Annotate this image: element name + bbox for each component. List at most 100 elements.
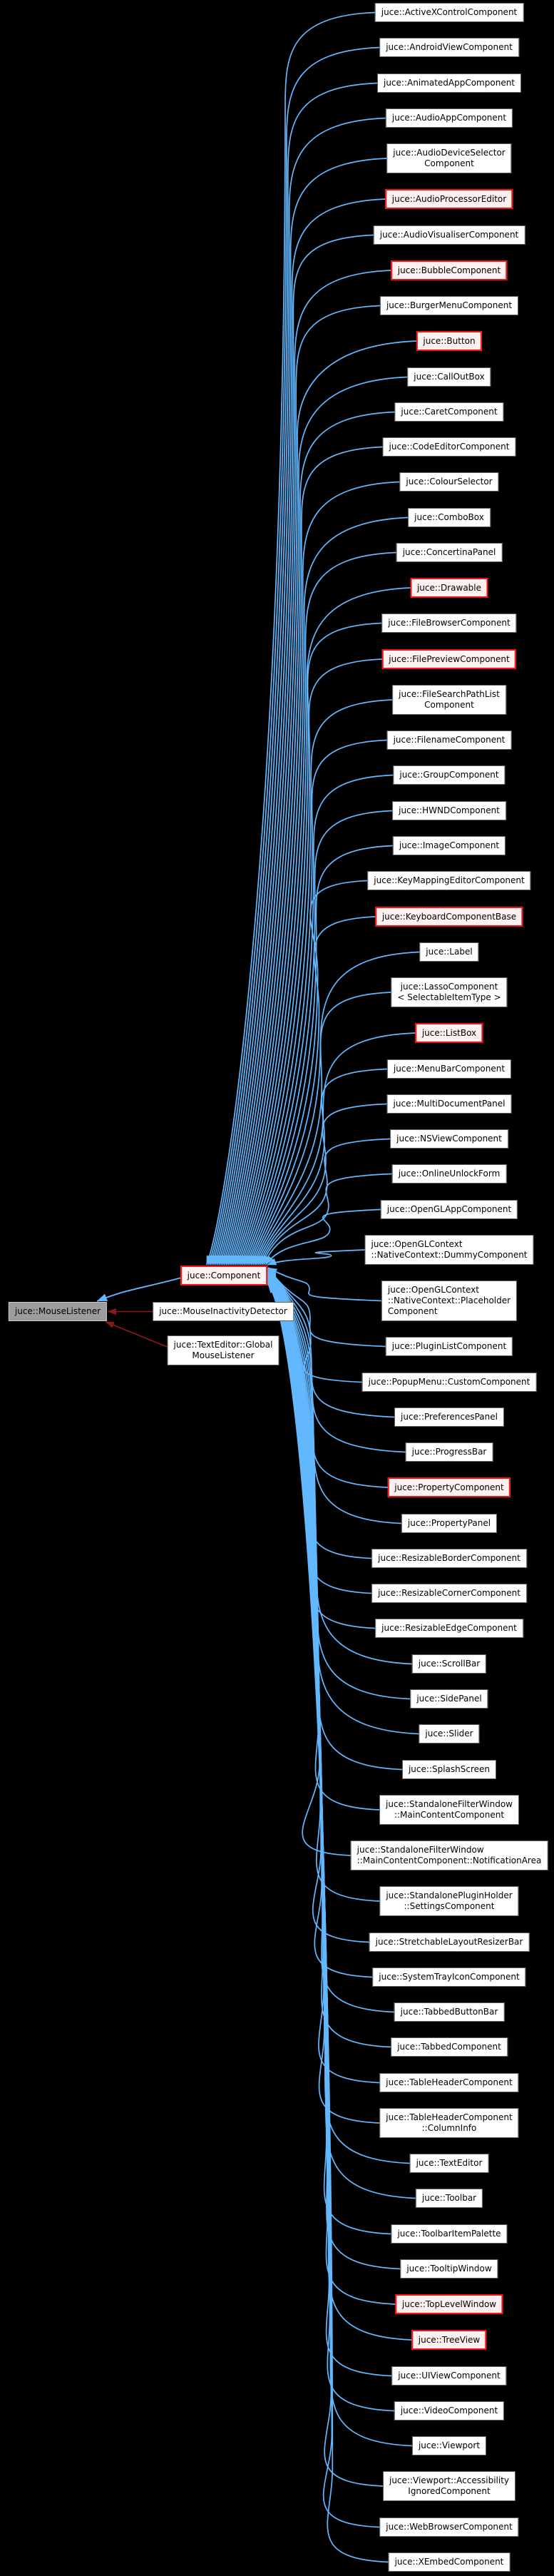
node-juce-propertycomponent[interactable]: juce::PropertyComponent — [387, 1477, 511, 1497]
node-juce-tabbedcomponent[interactable]: juce::TabbedComponent — [391, 2037, 508, 2057]
node-juce-menubarcomponent[interactable]: juce::MenuBarComponent — [386, 1059, 512, 1079]
inheritance-edge — [267, 1274, 351, 1856]
class-node-label: juce::ConcertinaPanel — [402, 547, 496, 557]
node-juce-viewport[interactable]: juce::Viewport — [411, 2436, 487, 2455]
inheritance-edge — [211, 117, 386, 1266]
inheritance-edge — [267, 1281, 392, 2377]
node-juce-filebrowsercomponent[interactable]: juce::FileBrowserComponent — [381, 614, 517, 633]
class-node-label: juce::OpenGLAppComponent — [386, 1204, 512, 1214]
node-juce-multidocumentpanel[interactable]: juce::MultiDocumentPanel — [386, 1094, 512, 1114]
inheritance-edge — [267, 1283, 380, 2528]
node-juce-lassocomponent-selectableitemtype[interactable]: juce::LassoComponent< SelectableItemType… — [391, 977, 508, 1007]
node-juce-xembedcomponent[interactable]: juce::XEmbedComponent — [388, 2552, 511, 2572]
node-juce-splashscreen[interactable]: juce::SplashScreen — [401, 1760, 497, 1779]
node-juce-bubblecomponent[interactable]: juce::BubbleComponent — [391, 260, 508, 280]
node-juce-hwndcomponent[interactable]: juce::HWNDComponent — [392, 801, 506, 820]
node-juce-combobox[interactable]: juce::ComboBox — [408, 508, 491, 527]
node-juce-calloutbox[interactable]: juce::CallOutBox — [407, 367, 491, 387]
node-juce-activexcontrolcomponent[interactable]: juce::ActiveXControlComponent — [374, 3, 524, 22]
node-juce-resizableedgecomponent[interactable]: juce::ResizableEdgeComponent — [375, 1619, 523, 1638]
class-node-label: juce::CaretComponent — [401, 407, 498, 417]
node-juce-texteditor[interactable]: juce::TextEditor — [409, 2154, 489, 2173]
class-node-label: ::SettingsComponent — [404, 1901, 495, 1911]
node-juce-uiviewcomponent[interactable]: juce::UIViewComponent — [391, 2366, 507, 2386]
node-juce-standalonepluginholder-settingscomponent[interactable]: juce::StandalonePluginHolder::SettingsCo… — [379, 1886, 519, 1916]
node-juce-openglcontext-nativecontext-placeholdercomponent[interactable]: juce::OpenGLContext::NativeContext::Plac… — [381, 1281, 518, 1321]
node-juce-progressbar[interactable]: juce::ProgressBar — [405, 1442, 493, 1462]
node-juce-button[interactable]: juce::Button — [416, 331, 483, 351]
node-juce-nsviewcomponent[interactable]: juce::NSViewComponent — [390, 1129, 508, 1149]
node-juce-keymappingeditorcomponent[interactable]: juce::KeyMappingEditorComponent — [367, 871, 531, 890]
inheritance-edge — [225, 411, 395, 1266]
node-juce-audioprocessoreditor[interactable]: juce::AudioProcessorEditor — [385, 189, 513, 209]
class-node-label: juce::ActiveXControlComponent — [381, 7, 518, 17]
node-juce-onlineunlockform[interactable]: juce::OnlineUnlockForm — [391, 1164, 507, 1183]
node-juce-animatedappcomponent[interactable]: juce::AnimatedAppComponent — [376, 73, 522, 93]
inheritance-edge — [267, 1280, 396, 2305]
class-node-label: juce::Label — [426, 947, 473, 957]
inheritance-edge — [220, 305, 380, 1266]
node-juce-drawable[interactable]: juce::Drawable — [410, 578, 488, 598]
node-juce-standalonefilterwindow-maincontentcomponent-notificationarea[interactable]: juce::StandaloneFilterWindow::MainConten… — [350, 1841, 548, 1870]
node-juce-audioappcomponent[interactable]: juce::AudioAppComponent — [385, 108, 513, 128]
node-juce-texteditor-globalmouselistener[interactable]: juce::TextEditor::Global MouseListener — [167, 1335, 279, 1365]
node-juce-concertinapanel[interactable]: juce::ConcertinaPanel — [396, 543, 503, 562]
node-juce-audiovisualisercomponent[interactable]: juce::AudioVisualiserComponent — [373, 225, 525, 245]
class-node-label: juce::FileSearchPathList — [399, 689, 500, 699]
node-juce-caretcomponent[interactable]: juce::CaretComponent — [394, 402, 504, 422]
node-juce-tooltipwindow[interactable]: juce::TooltipWindow — [400, 2259, 498, 2279]
inheritance-edge — [267, 1273, 380, 1811]
node-juce-filenamecomponent[interactable]: juce::FilenameComponent — [386, 730, 512, 750]
node-juce-videocomponent[interactable]: juce::VideoComponent — [394, 2401, 505, 2420]
node-juce-resizablecornercomponent[interactable]: juce::ResizableCornerComponent — [371, 1584, 527, 1603]
node-juce-preferencespanel[interactable]: juce::PreferencesPanel — [394, 1407, 504, 1427]
node-juce-imagecomponent[interactable]: juce::ImageComponent — [392, 836, 506, 855]
node-juce-stretchablelayoutresizerbar[interactable]: juce::StretchableLayoutResizerBar — [369, 1933, 530, 1952]
node-juce-toplevelwindow[interactable]: juce::TopLevelWindow — [395, 2294, 503, 2314]
node-juce-filepreviewcomponent[interactable]: juce::FilePreviewComponent — [381, 649, 517, 669]
node-juce-systemtrayiconcomponent[interactable]: juce::SystemTrayIconComponent — [372, 1967, 526, 1987]
node-juce-listbox[interactable]: juce::ListBox — [415, 1023, 483, 1043]
node-juce-scrollbar[interactable]: juce::ScrollBar — [411, 1654, 487, 1674]
class-node-label: juce::OpenGLContext — [371, 1239, 463, 1249]
node-juce-resizablebordercomponent[interactable]: juce::ResizableBorderComponent — [371, 1549, 527, 1568]
node-juce-openglcontext-nativecontext-dummycomponent[interactable]: juce::OpenGLContext::NativeContext::Dumm… — [364, 1235, 534, 1265]
node-juce-mouseinactivitydetector[interactable]: juce::MouseInactivityDetector — [153, 1302, 294, 1321]
node-juce-popupmenu-customcomponent[interactable]: juce::PopupMenu::CustomComponent — [361, 1373, 537, 1392]
node-juce-codeeditorcomponent[interactable]: juce::CodeEditorComponent — [382, 437, 516, 457]
node-juce-androidviewcomponent[interactable]: juce::AndroidViewComponent — [379, 38, 519, 57]
node-juce-standalonefilterwindow-maincontentcomponent[interactable]: juce::StandaloneFilterWindow::MainConten… — [379, 1795, 519, 1825]
node-juce-slider[interactable]: juce::Slider — [419, 1724, 480, 1743]
node-juce-webbrowsercomponent[interactable]: juce::WebBrowserComponent — [379, 2518, 519, 2537]
node-juce-toolbar[interactable]: juce::Toolbar — [415, 2189, 483, 2208]
inheritance-edge — [237, 658, 382, 1266]
node-juce-sidepanel[interactable]: juce::SidePanel — [410, 1689, 488, 1709]
node-juce-treeview[interactable]: juce::TreeView — [411, 2330, 487, 2350]
class-node-label: juce::Component — [187, 1270, 261, 1281]
node-juce-mouselistener: juce::MouseListener — [8, 1302, 108, 1321]
class-node-label: juce::MenuBarComponent — [393, 1064, 506, 1074]
inheritance-edge — [267, 1277, 380, 2084]
node-juce-tabbedbuttonbar[interactable]: juce::TabbedButtonBar — [394, 2002, 505, 2022]
node-juce-propertypanel[interactable]: juce::PropertyPanel — [401, 1514, 498, 1533]
node-juce-burgermenucomponent[interactable]: juce::BurgerMenuComponent — [379, 296, 519, 315]
node-juce-tableheadercomponent[interactable]: juce::TableHeaderComponent — [379, 2073, 519, 2092]
node-juce-pluginlistcomponent[interactable]: juce::PluginListComponent — [385, 1337, 513, 1356]
node-juce-openglappcomponent[interactable]: juce::OpenGLAppComponent — [380, 1200, 518, 1219]
node-juce-keyboardcomponentbase[interactable]: juce::KeyboardComponentBase — [375, 907, 523, 927]
inheritance-edge — [267, 1276, 373, 1978]
class-node-label: juce::TabbedComponent — [397, 2042, 501, 2052]
node-juce-groupcomponent[interactable]: juce::GroupComponent — [393, 765, 506, 785]
node-juce-toolbaritempalette[interactable]: juce::ToolbarItemPalette — [391, 2224, 508, 2244]
class-node-label: juce::FilenameComponent — [393, 735, 506, 745]
node-juce-component[interactable]: juce::Component — [180, 1266, 267, 1286]
node-juce-colourselector[interactable]: juce::ColourSelector — [399, 472, 499, 492]
node-juce-tableheadercomponent-columninfo[interactable]: juce::TableHeaderComponent::ColumnInfo — [379, 2108, 519, 2138]
class-node-label: ::MainContentComponent — [394, 1810, 505, 1820]
class-node-label: Component — [424, 158, 474, 168]
class-node-label: ::NativeContext::DummyComponent — [371, 1250, 528, 1260]
node-juce-label[interactable]: juce::Label — [419, 942, 479, 962]
